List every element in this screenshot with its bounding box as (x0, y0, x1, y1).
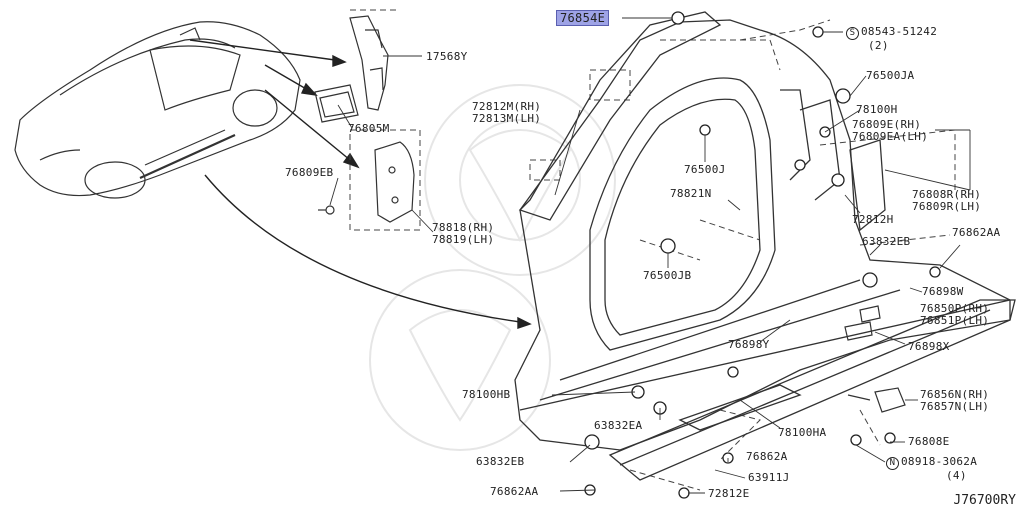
part-label-17568Y[interactable]: 17568Y (426, 50, 468, 63)
part-label-76862A[interactable]: 76862A (746, 450, 788, 463)
part-label-72812H[interactable]: 72812H (852, 213, 894, 226)
part-label-72812M[interactable]: 72812M(RH) 72813M(LH) (472, 101, 541, 125)
part-label-63911J[interactable]: 63911J (748, 471, 790, 484)
part-label-76854E[interactable]: 76854E (556, 10, 610, 26)
n-symbol: N (886, 457, 899, 470)
part-label-76898X[interactable]: 76898X (908, 340, 950, 353)
part-label-76500J[interactable]: 76500J (684, 163, 726, 176)
part-label-76809R-lh: 76809R(LH) (912, 200, 982, 213)
part-label-76809EA-lh: 76809EA(LH) (852, 130, 929, 143)
part-number: 08918-3062A (901, 455, 978, 468)
part-number: 08543-51242 (861, 25, 938, 38)
part-label-76500JA[interactable]: 76500JA (866, 69, 915, 82)
part-label-76809EB[interactable]: 76809EB (285, 166, 334, 179)
tag-76898X (844, 305, 881, 341)
leader-lines (329, 17, 971, 494)
part-label-76898W[interactable]: 76898W (922, 285, 964, 298)
part-label-63832EB-top[interactable]: 63832EB (862, 235, 911, 248)
part-label-72812M-rh: 72812M(RH) (472, 100, 542, 113)
part-label-76850P[interactable]: 76850P(RH) 76851P(LH) (920, 303, 989, 327)
part-label-76808R[interactable]: 76808R(RH) 76809R(LH) (912, 189, 981, 213)
quantity: (2) (868, 39, 889, 52)
s-symbol: S (846, 27, 859, 40)
part-label-76808R-rh: 76808R(RH) (912, 188, 982, 201)
part-label-76809E[interactable]: 76809E(RH) 76809EA(LH) (852, 119, 928, 143)
part-label-76857N-lh: 76857N(LH) (920, 400, 990, 413)
part-label-76850P-rh: 76850P(RH) (920, 302, 990, 315)
part-label-63832EA[interactable]: 63832EA (594, 419, 643, 432)
part-label-78100H[interactable]: 78100H (856, 103, 898, 116)
clip-76856N (847, 387, 906, 413)
part-label-76898Y[interactable]: 76898Y (728, 338, 770, 351)
bracket-78818 (374, 141, 415, 223)
part-label-72813M-lh: 72813M(LH) (472, 112, 542, 125)
body-side-panel (514, 19, 1011, 451)
dashed-guides (349, 9, 956, 491)
pad-76805M (314, 84, 359, 123)
part-label-78818-rh: 78818(RH) (432, 221, 495, 234)
part-label-76808E[interactable]: 76808E (908, 435, 950, 448)
part-label-72812E[interactable]: 72812E (708, 487, 750, 500)
part-label-76862AA-top[interactable]: 76862AA (952, 226, 1001, 239)
car-illustration (14, 21, 301, 199)
part-label-76851P-lh: 76851P(LH) (920, 314, 990, 327)
part-label-76500JB[interactable]: 76500JB (643, 269, 692, 282)
clip-76809EB (318, 205, 335, 215)
sill-cover-76850P (608, 299, 1016, 481)
part-label-78821N[interactable]: 78821N (670, 187, 712, 200)
part-label-63832EB-bottom[interactable]: 63832EB (476, 455, 525, 468)
part-label-76809E-rh: 76809E(RH) (852, 118, 922, 131)
part-label-76856N[interactable]: 76856N(RH) 76857N(LH) (920, 389, 989, 413)
part-label-78819-lh: 78819(LH) (432, 233, 495, 246)
watermark-logo (369, 84, 616, 451)
part-label-76805M[interactable]: 76805M (348, 122, 390, 135)
quantity: (4) (946, 469, 967, 482)
diagram-reference-code: J76700RY (953, 493, 1016, 508)
arrows (189, 39, 532, 329)
part-label-76856N-rh: 76856N(RH) (920, 388, 990, 401)
pillar-trim-72812M (518, 11, 722, 221)
bracket-17568Y (349, 15, 389, 111)
part-label-76862AA-bottom[interactable]: 76862AA (490, 485, 539, 498)
part-label-78100HA[interactable]: 78100HA (778, 426, 827, 439)
part-label-78100HB[interactable]: 78100HB (462, 388, 511, 401)
car-sill-highlight (139, 133, 236, 180)
trim-76808R (849, 139, 886, 232)
part-label-78818[interactable]: 78818(RH) 78819(LH) (432, 222, 494, 246)
